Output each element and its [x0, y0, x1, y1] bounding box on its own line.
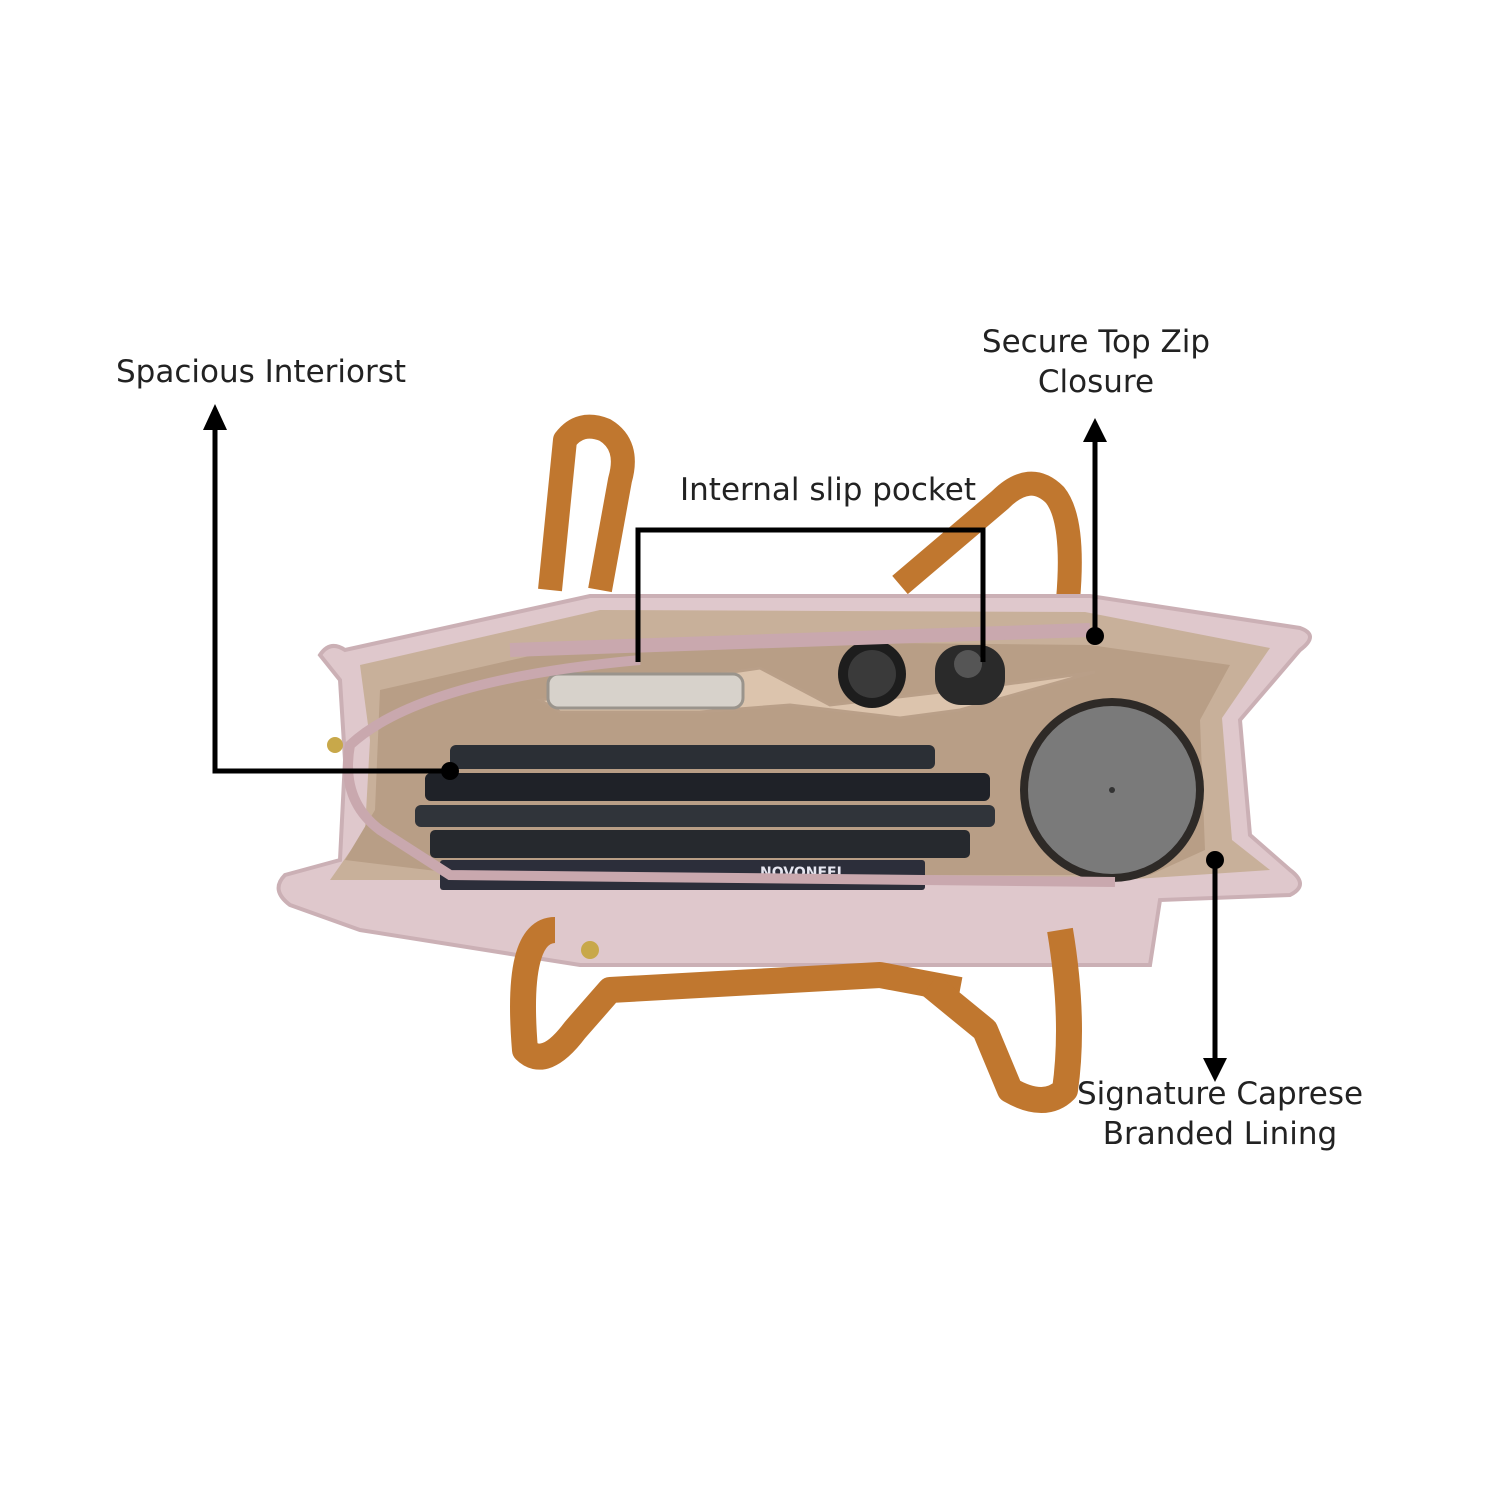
callout-lining: [1203, 851, 1227, 1082]
label-spacious-interior: Spacious Interiorst: [116, 354, 407, 390]
callout-dot: [441, 762, 459, 780]
zip-charm-icon: [581, 941, 599, 959]
bottles: [838, 640, 1005, 708]
front-handle-right: [921, 927, 1082, 1113]
callout-top-zip: [1083, 418, 1107, 645]
front-handle-left: [510, 917, 963, 1070]
back-handle-left: [538, 414, 635, 593]
callout-dot: [1086, 627, 1104, 645]
arrow-up-icon: [203, 404, 227, 430]
label-lining-line2: Branded Lining: [1102, 1116, 1338, 1152]
arrow-up-icon: [1083, 418, 1107, 442]
arrow-down-icon: [1203, 1058, 1227, 1082]
phone-in-pocket: [546, 672, 745, 710]
callout-spacious-interior: [203, 404, 459, 780]
label-top-zip: Secure Top Zip Closure: [966, 322, 1226, 402]
callout-dot: [1206, 851, 1224, 869]
top-zip: [327, 623, 1116, 959]
callout-slip-pocket: [635, 527, 986, 662]
label-slip-pocket: Internal slip pocket: [680, 472, 976, 508]
label-lining: Signature Caprese Branded Lining: [1060, 1074, 1380, 1154]
cup-lid: [1020, 698, 1204, 882]
label-top-zip-line1: Secure Top Zip: [981, 324, 1211, 360]
back-handle-right: [892, 471, 1082, 602]
zip-pull-icon: [327, 737, 343, 753]
devices-stack: NOVONEEL: [415, 745, 995, 890]
label-top-zip-line2: Closure: [1037, 364, 1155, 400]
label-lining-line1: Signature Caprese: [1076, 1076, 1364, 1112]
